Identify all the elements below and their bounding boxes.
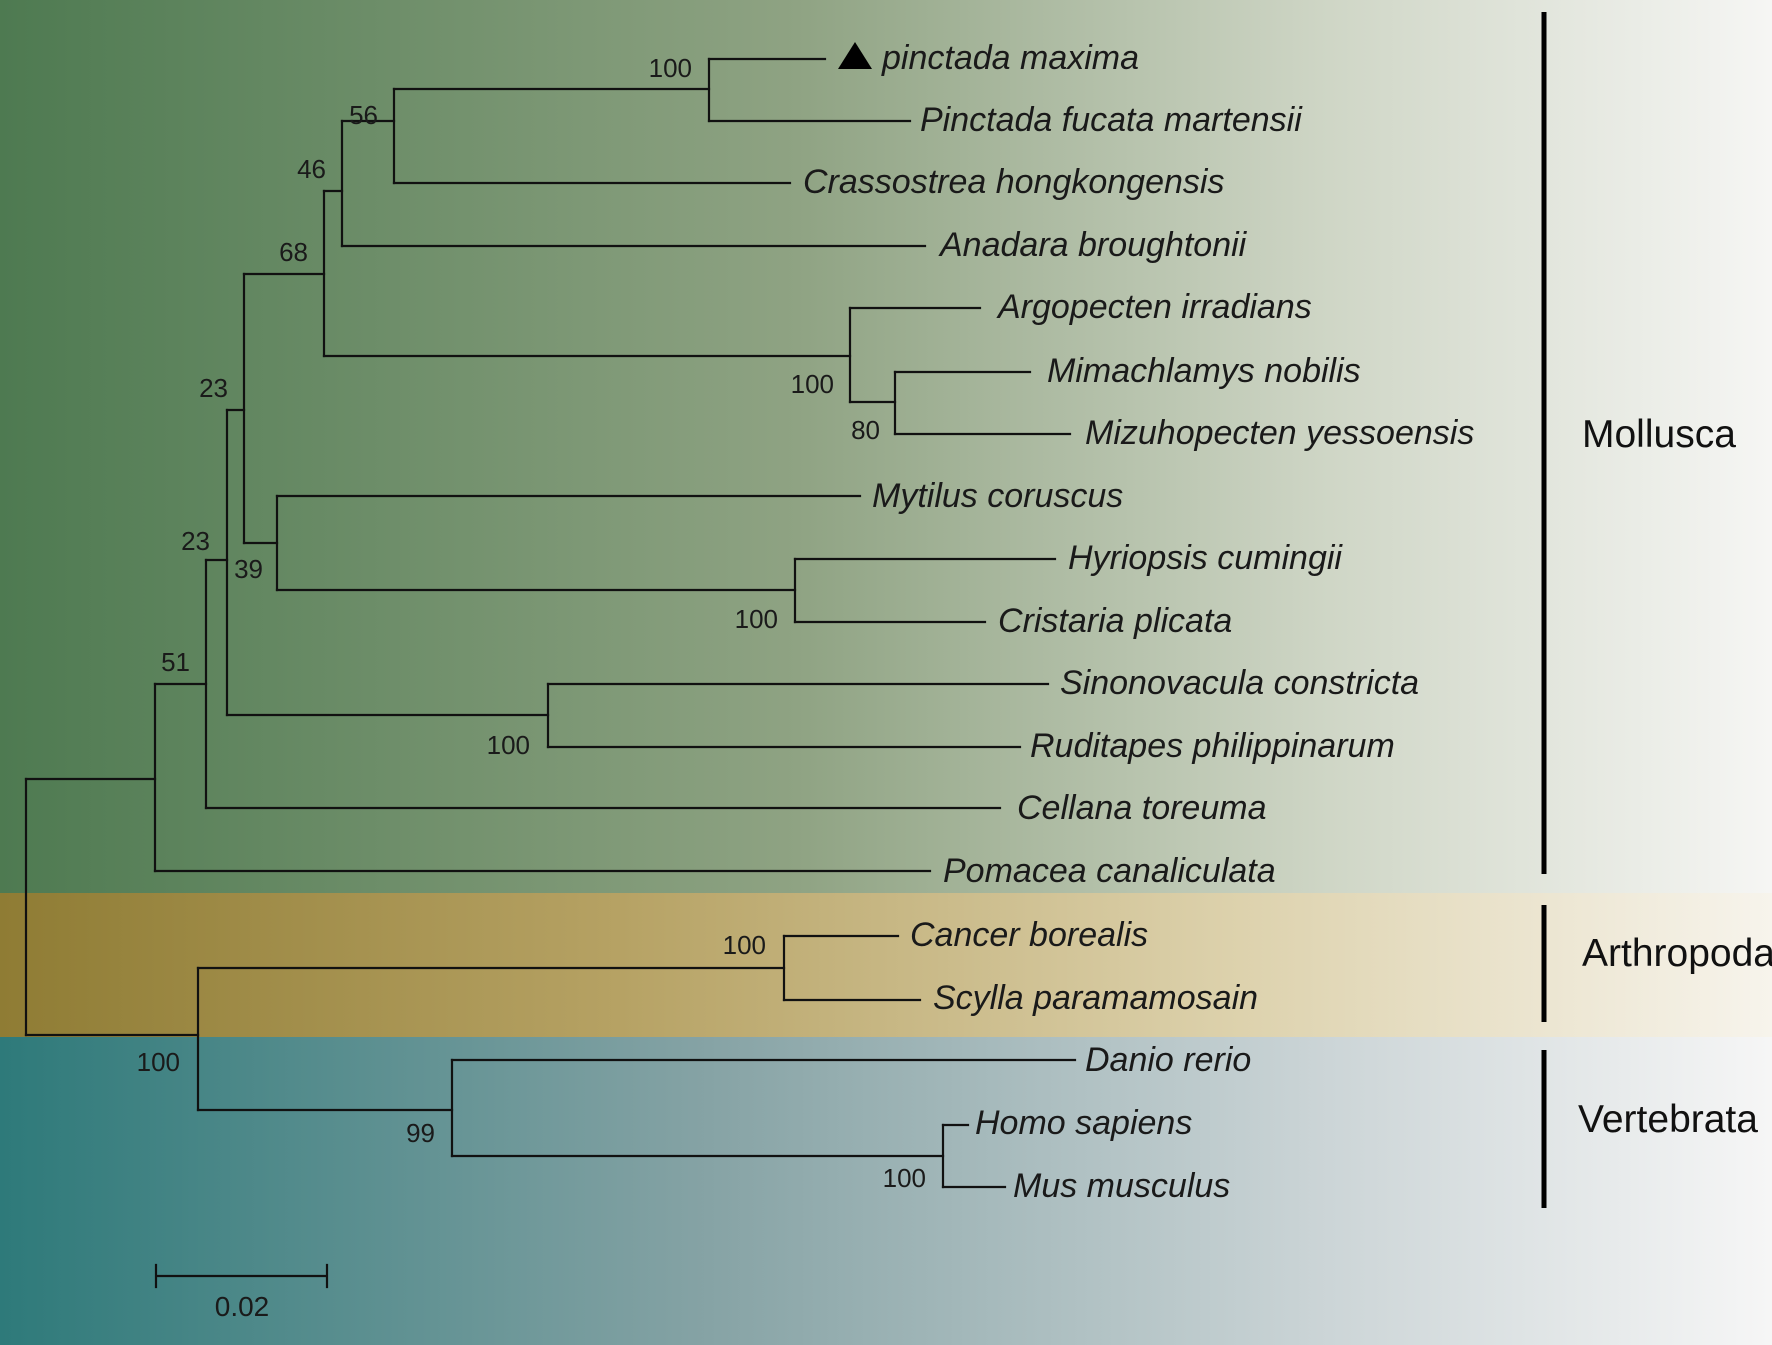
bootstrap-value: 80 bbox=[851, 415, 880, 445]
bootstrap-value: 100 bbox=[735, 604, 778, 634]
clade-label-mollusca: Mollusca bbox=[1582, 413, 1736, 456]
bootstrap-value: 100 bbox=[487, 730, 530, 760]
taxon-label: Cristaria plicata bbox=[998, 602, 1232, 640]
taxon-label: Pomacea canaliculata bbox=[943, 852, 1276, 890]
scale-bar: 0.02 bbox=[154, 1263, 329, 1322]
bootstrap-value: 56 bbox=[349, 100, 378, 130]
bootstrap-value: 46 bbox=[297, 154, 326, 184]
taxon-labels: pinctada maxima Pinctada fucata martensi… bbox=[803, 39, 1474, 1205]
taxon-label: Mytilus coruscus bbox=[872, 477, 1123, 515]
bootstrap-value: 68 bbox=[279, 237, 308, 267]
bootstrap-value: 23 bbox=[181, 526, 210, 556]
bootstrap-value: 100 bbox=[649, 53, 692, 83]
taxon-label: Mus musculus bbox=[1013, 1167, 1230, 1205]
clade-label-vertebrata: Vertebrata bbox=[1578, 1098, 1758, 1141]
taxon-label: Scylla paramamosain bbox=[933, 979, 1258, 1017]
taxon-label: Sinonovacula constricta bbox=[1060, 664, 1419, 702]
taxon-label: Danio rerio bbox=[1085, 1041, 1251, 1079]
bootstrap-value: 99 bbox=[406, 1118, 435, 1148]
taxon-label: Cellana toreuma bbox=[1017, 789, 1266, 827]
taxon-label: Hyriopsis cumingii bbox=[1068, 539, 1343, 577]
taxon-label: Crassostrea hongkongensis bbox=[803, 163, 1224, 201]
bootstrap-values: 100 56 46 68 100 80 23 39 100 23 100 51 … bbox=[137, 53, 926, 1193]
bootstrap-value: 51 bbox=[161, 647, 190, 677]
taxon-label: Mimachlamys nobilis bbox=[1047, 352, 1361, 390]
filled-triangle-icon bbox=[838, 42, 872, 69]
bootstrap-value: 23 bbox=[199, 373, 228, 403]
vertebrata-band bbox=[0, 1037, 1772, 1345]
taxon-label: Mizuhopecten yessoensis bbox=[1085, 414, 1474, 452]
scale-bar-label: 0.02 bbox=[215, 1291, 270, 1322]
taxon-label: pinctada maxima bbox=[881, 39, 1139, 77]
taxon-label: Pinctada fucata martensii bbox=[920, 101, 1303, 139]
taxon-label: Homo sapiens bbox=[975, 1104, 1192, 1142]
bootstrap-value: 100 bbox=[723, 930, 766, 960]
taxon-label: Anadara broughtonii bbox=[938, 226, 1248, 264]
taxon-label: Ruditapes philippinarum bbox=[1030, 727, 1395, 765]
arthropoda-band bbox=[0, 893, 1772, 1037]
bootstrap-value: 100 bbox=[883, 1163, 926, 1193]
bootstrap-value: 39 bbox=[234, 554, 263, 584]
taxon-label: Cancer borealis bbox=[910, 916, 1148, 954]
bootstrap-value: 100 bbox=[791, 369, 834, 399]
tree-branches bbox=[24, 57, 1077, 1189]
bootstrap-value: 100 bbox=[137, 1047, 180, 1077]
clade-label-arthropoda: Arthropoda bbox=[1582, 932, 1772, 975]
taxon-label: Argopecten irradians bbox=[996, 288, 1312, 326]
mollusca-band bbox=[0, 0, 1772, 893]
